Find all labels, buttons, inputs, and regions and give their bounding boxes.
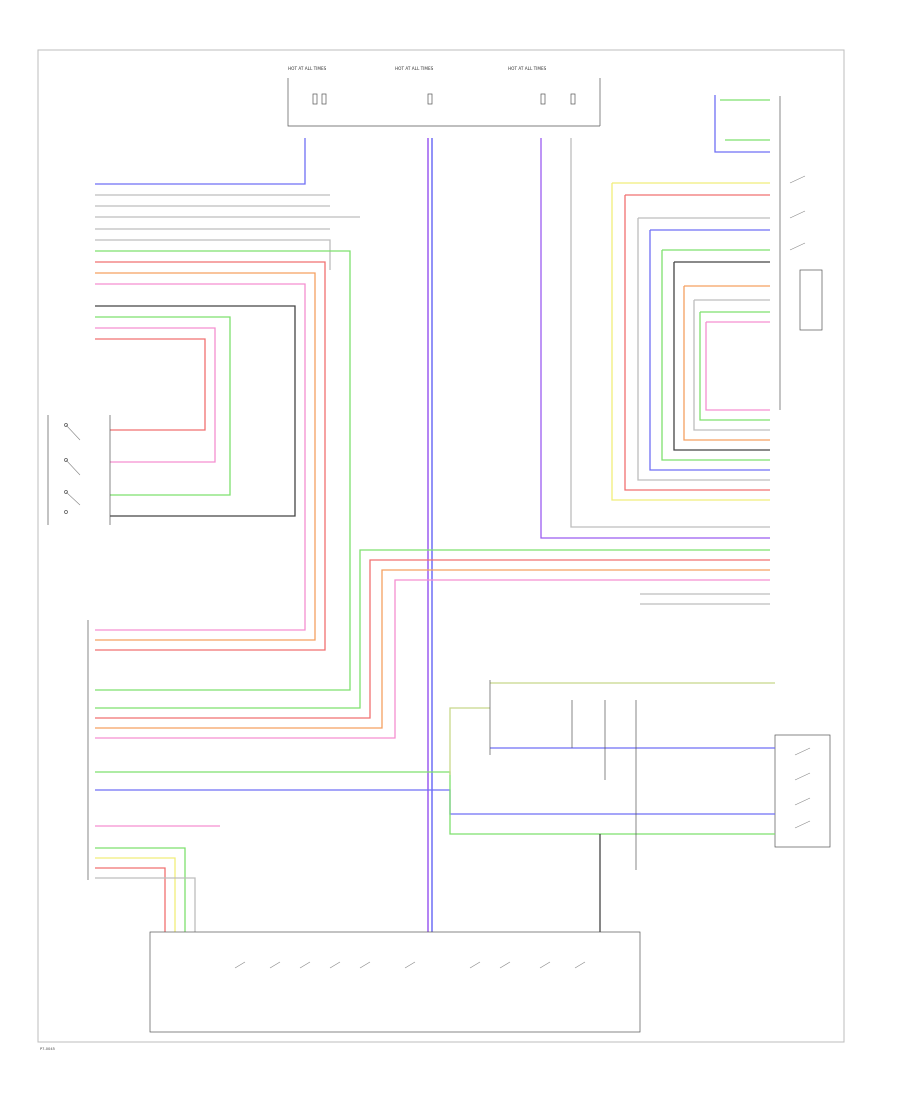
control-module: [149, 931, 641, 1033]
diagram-id: P7-0045: [40, 1047, 55, 1051]
diagram-frame: [37, 49, 845, 1043]
center-violet-trunk: [427, 138, 433, 932]
left-switch-block: [47, 415, 111, 525]
right-switch-symbols: [779, 96, 823, 410]
transmission-connector: [489, 680, 637, 870]
right-lower-switch-block: [774, 734, 831, 848]
fuse-box-outline: [287, 78, 601, 127]
fuse-header-1: HOT AT ALL TIMES: [288, 66, 327, 71]
right-lower-wiring: [95, 682, 775, 932]
upper-left-wire-bundle: [95, 138, 360, 691]
right-connector-column: [611, 95, 770, 501]
fuse-header-3: HOT AT ALL TIMES: [508, 66, 547, 71]
lower-left-connector: [87, 620, 220, 932]
fuse-header-2: HOT AT ALL TIMES: [395, 66, 434, 71]
fuse-symbols: [312, 93, 576, 105]
middle-crossing-wires: [95, 138, 770, 739]
